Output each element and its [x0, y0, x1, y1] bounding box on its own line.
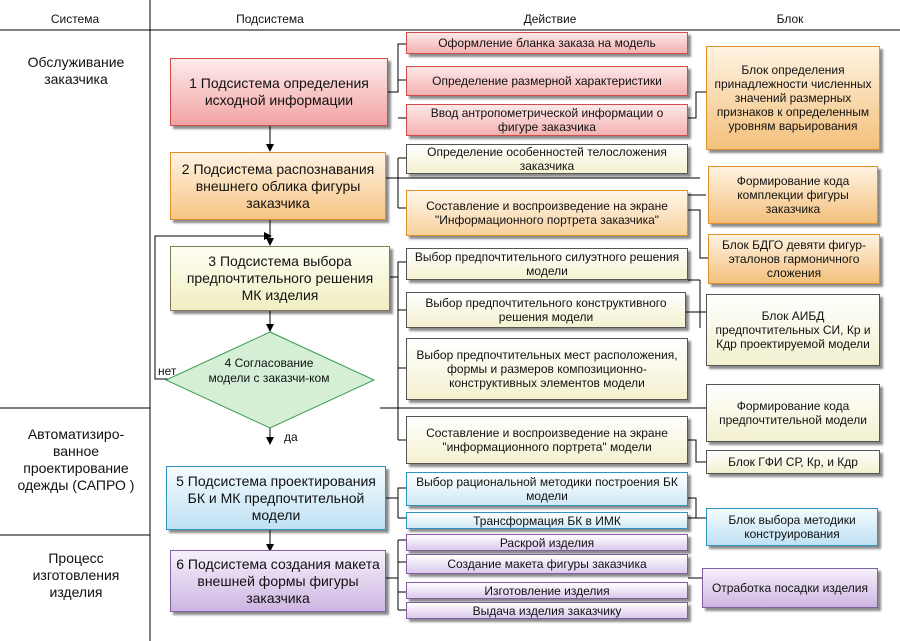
block-6: Блок ГФИ СР, Кр, и Кдр [706, 450, 880, 474]
block-2: Формирование кода комплекции фигуры зака… [708, 166, 878, 224]
header-action: Действие [523, 12, 577, 26]
action-12: Раскрой изделия [406, 534, 688, 551]
action-3: Ввод антропометрической информации о фиг… [406, 104, 688, 136]
action-5: Составление и воспроизведение на экране … [406, 190, 688, 236]
block-1: Блок определения принадлежности численны… [706, 46, 880, 150]
action-15: Выдача изделия заказчику [406, 602, 688, 619]
block-7: Блок выбора методики конструирования [706, 508, 878, 546]
subsystem-5: 5 Подсистема проектирования БК и МК пред… [166, 466, 386, 530]
action-9: Составление и воспроизведение на экране … [406, 416, 688, 464]
action-4: Определение особенностей телосложения за… [406, 144, 688, 174]
subsystem-2: 2 Подсистема распознавания внешнего обли… [170, 152, 386, 220]
block-8: Отработка посадки изделия [702, 568, 878, 608]
action-6: Выбор предпочтительного силуэтного решен… [406, 248, 688, 280]
action-10: Выбор рациональной методики построения Б… [406, 472, 688, 506]
action-11: Трансформация БК в ИМК [406, 512, 688, 529]
system-sapro: Автоматизиро-ванное проектирование одежд… [17, 426, 135, 493]
subsystem-4-text: 4 Согласование модели с заказчи-ком [208, 356, 330, 385]
block-4: Блок АИБД предпочтительных СИ, Кр и Кдр … [706, 294, 880, 366]
action-7: Выбор предпочтительного конструктивного … [406, 292, 686, 328]
block-5: Формирование кода предпочтительной модел… [706, 384, 880, 442]
header-subsystem: Подсистема [236, 12, 304, 26]
header-system: Система [50, 12, 100, 26]
subsystem-1: 1 Подсистема определения исходной информ… [170, 58, 388, 126]
block-3: Блок БДГО девяти фигур-эталонов гармонич… [708, 234, 880, 284]
label-no: нет [158, 364, 177, 378]
action-8: Выбор предпочтительных мест расположения… [406, 338, 688, 400]
action-14: Изготовление изделия [406, 582, 688, 599]
action-2: Определение размерной характеристики [406, 66, 688, 96]
system-customer-service: Обслуживание заказчика [27, 54, 125, 87]
system-manufacturing: Процесс изготовления изделия [32, 550, 120, 600]
subsystem-3: 3 Подсистема выбора предпочтительного ре… [170, 246, 390, 311]
action-13: Создание макета фигуры заказчика [406, 554, 688, 574]
decision-diamond [164, 331, 376, 429]
header-block: Блок [776, 12, 804, 26]
label-yes: да [284, 430, 298, 444]
subsystem-6: 6 Подсистема создания макета внешней фор… [170, 550, 386, 612]
action-1: Оформление бланка заказа на модель [406, 32, 688, 54]
